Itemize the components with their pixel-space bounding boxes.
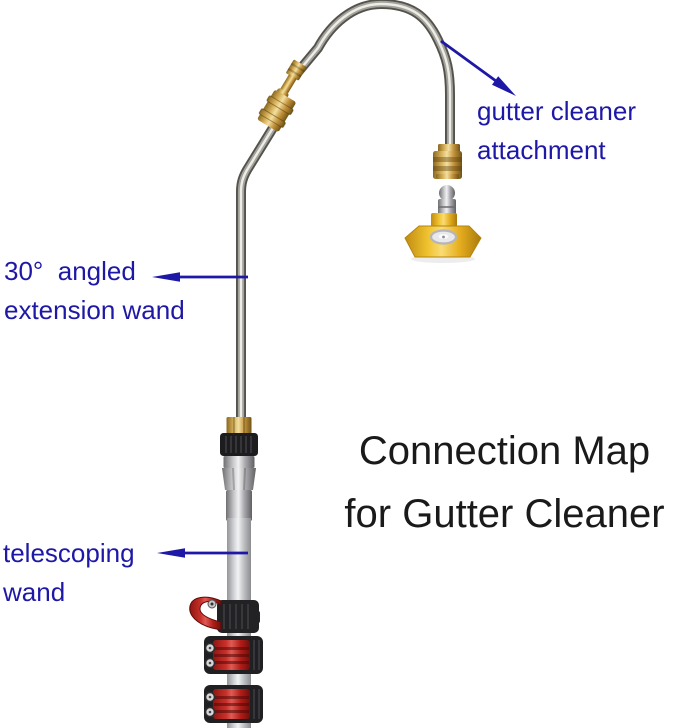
clamp-lock-lower-icon [204, 685, 263, 723]
diagram-title: Connection Map for Gutter Cleaner [344, 429, 665, 536]
wand-adapter-connector [220, 417, 258, 521]
label-telescoping-wand: telescoping wand [3, 538, 135, 607]
gooseneck-curved-tube [293, 0, 455, 155]
arrow-telescoping-wand-icon [157, 548, 248, 558]
arrow-gutter-attachment-icon [440, 39, 516, 96]
clamp-lever-icon [189, 596, 260, 633]
nozzle-plug-icon [438, 185, 456, 216]
arrow-angled-wand-icon [152, 272, 248, 282]
clamp-lock-upper-icon [204, 636, 263, 674]
label-gutter-cleaner-attachment: gutter cleaner attachment [477, 96, 636, 165]
brass-coupler-left-icon [257, 90, 296, 132]
label-angled-extension-wand: 30° angled extension wand [4, 256, 185, 325]
brass-coupler-right-icon [433, 144, 462, 179]
extension-wand-tube [236, 105, 289, 424]
spray-nozzle-yellow-icon [404, 213, 482, 263]
